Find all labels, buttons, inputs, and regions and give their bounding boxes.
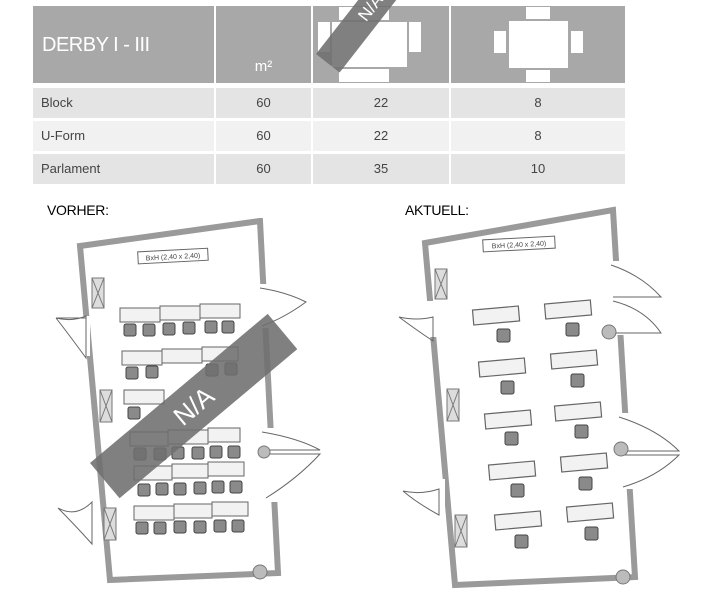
table-small-icon: [494, 7, 583, 82]
current-label: AKTUELL:: [405, 202, 469, 218]
row-name: Block: [33, 88, 214, 118]
before-label: VORHER:: [47, 202, 109, 218]
row-value: 10: [451, 154, 625, 184]
row-value: 22: [313, 88, 449, 118]
floorplan-before: BxH (2,40 x 2,40): [55, 218, 322, 584]
col-u-form-header: [451, 6, 625, 83]
screen-label-before: BxH (2,40 x 2,40): [146, 253, 201, 263]
row-value: 8: [451, 121, 625, 151]
col-m2-header: m²: [216, 6, 311, 83]
row-value: 35: [313, 154, 449, 184]
floorplan-current: BxH (2,40 x 2,40): [398, 206, 681, 589]
row-value: 8: [451, 88, 625, 118]
room-title: DERBY I - III: [33, 6, 214, 83]
row-m2: 60: [216, 154, 311, 184]
screen-label-current: BxH (2,40 x 2,40): [492, 241, 547, 251]
row-name: Parlament: [33, 154, 214, 184]
row-name: U-Form: [33, 121, 214, 151]
row-value: 22: [313, 121, 449, 151]
row-m2: 60: [216, 121, 311, 151]
row-m2: 60: [216, 88, 311, 118]
